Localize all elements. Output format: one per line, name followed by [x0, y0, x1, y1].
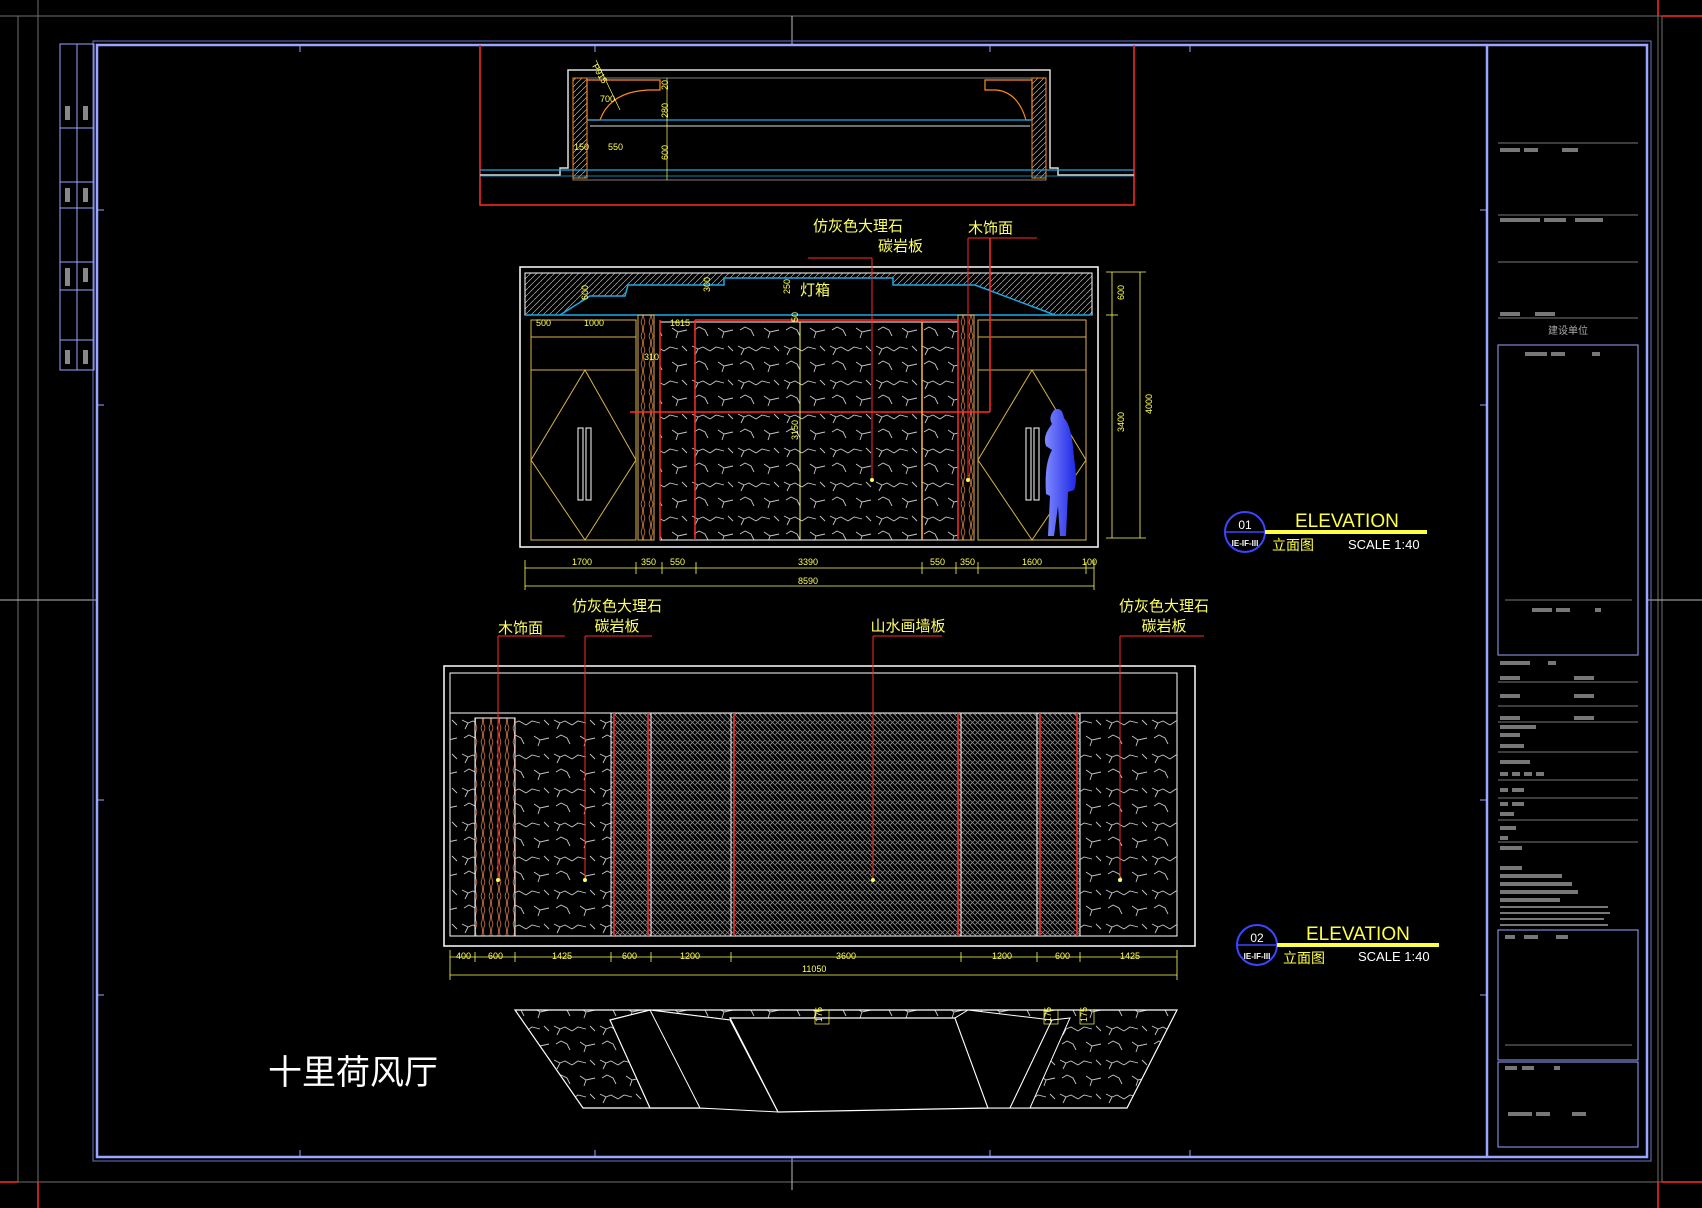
e1-bottom-dim-100: 100: [1082, 557, 1097, 567]
e2-bottom-dim-1200b: 1200: [992, 951, 1012, 961]
e2-label-marble-left-line1: 仿灰色大理石: [572, 598, 662, 615]
e2-bottom-dim-600b: 600: [622, 951, 637, 961]
e1-dim-3150: 3150: [790, 420, 800, 440]
e2-bottom-dim-1425b: 1425: [1120, 951, 1140, 961]
elevation-01-scale: SCALE 1:40: [1348, 537, 1420, 552]
elevation-02-subtitle: 立面图: [1283, 950, 1325, 966]
e1-dim-1615: 1615: [670, 318, 690, 328]
section-dim-600: 600: [660, 145, 670, 160]
elevation-02-drawing: 400 600 1425 600 1200 3600 1200 600 1425…: [443, 598, 1209, 980]
e1-label-marble-line2: 碳岩板: [878, 237, 923, 255]
e1-bottom-dim-1700: 1700: [572, 557, 592, 567]
elevation-02-tag: 02 IE-IF-III ELEVATION 立面图 SCALE 1:40: [1236, 924, 1439, 966]
e1-dim-600: 600: [580, 285, 590, 300]
e1-dim-50: 50: [790, 312, 800, 322]
plan-dim-175b: 175: [1043, 1007, 1053, 1022]
e1-dim-250: 250: [782, 279, 792, 294]
section-dim-150: 150: [574, 142, 589, 152]
elevation-01-tag: 01 IE-IF-III ELEVATION 立面图 SCALE 1:40: [1224, 511, 1427, 553]
e1-dim-1000: 1000: [584, 318, 604, 328]
e2-bottom-dim-400: 400: [456, 951, 471, 961]
section-dim-p915: P915: [590, 62, 609, 85]
e1-side-dim-600: 600: [1116, 285, 1126, 300]
elevation-02-scale: SCALE 1:40: [1358, 949, 1430, 964]
e2-label-wood: 木饰面: [498, 620, 543, 637]
e2-label-marble-right-line1: 仿灰色大理石: [1119, 598, 1209, 615]
e2-total-dim: 11050: [802, 964, 826, 974]
drawing-title: 十里荷风厅: [268, 1054, 438, 1092]
section-dim-700: 700: [600, 94, 615, 104]
e1-dim-310: 310: [644, 352, 659, 362]
e1-label-marble-line1: 仿灰色大理石: [813, 218, 903, 235]
e1-side-dim-4000: 4000: [1144, 394, 1154, 414]
e2-bottom-dim-1200a: 1200: [680, 951, 700, 961]
elevation-02-number: 02: [1250, 931, 1264, 945]
e2-label-marble-left-line2: 碳岩板: [594, 617, 639, 635]
plan-dim-175a: 175: [814, 1007, 824, 1022]
e2-bottom-dim-3600: 3600: [836, 951, 856, 961]
elevation-01-ref: IE-IF-III: [1232, 539, 1259, 548]
e1-bottom-dim-550b: 550: [930, 557, 945, 567]
section-dim-20: 20: [660, 80, 670, 90]
elevation-01-drawing: 600 300 250 500 1000 1615 310 50 3150 60…: [519, 218, 1154, 590]
elevation-02-title: ELEVATION: [1306, 924, 1410, 945]
e1-total-dim: 8590: [798, 576, 818, 586]
e1-bottom-dim-550a: 550: [670, 557, 685, 567]
elevation-01-number: 01: [1238, 518, 1252, 532]
plan-dim-175c: 175: [1079, 1007, 1089, 1022]
e2-label-marble-right-line2: 碳岩板: [1141, 617, 1186, 635]
e2-bottom-dim-600a: 600: [488, 951, 503, 961]
section-dim-550: 550: [608, 142, 623, 152]
ceiling-plan-detail: 175 175 175: [513, 1007, 1178, 1113]
title-block: 建设单位: [1497, 142, 1639, 1148]
e2-bottom-dim-1425a: 1425: [552, 951, 572, 961]
e2-label-landscape: 山水画墙板: [870, 617, 945, 635]
title-block-heading: 建设单位: [1548, 324, 1588, 337]
e1-bottom-dim-1600: 1600: [1022, 557, 1042, 567]
revision-strip: [59, 43, 95, 371]
ceiling-section-detail: P915 700 20 280 150 550 600: [479, 45, 1135, 206]
e2-bottom-dim-600c: 600: [1055, 951, 1070, 961]
e1-bottom-dim-3390: 3390: [798, 557, 818, 567]
elevation-02-ref: IE-IF-III: [1244, 952, 1271, 961]
e1-label-lightbox: 灯箱: [800, 282, 830, 299]
elevation-01-title: ELEVATION: [1295, 511, 1399, 532]
e1-label-wood: 木饰面: [968, 220, 1013, 237]
e1-side-dim-3400: 3400: [1116, 412, 1126, 432]
e1-bottom-dim-350b: 350: [960, 557, 975, 567]
elevation-01-subtitle: 立面图: [1272, 537, 1314, 553]
e1-bottom-dim-350a: 350: [641, 557, 656, 567]
e1-dim-300: 300: [702, 277, 712, 292]
e1-dim-500: 500: [536, 318, 551, 328]
section-dim-280: 280: [660, 103, 670, 118]
